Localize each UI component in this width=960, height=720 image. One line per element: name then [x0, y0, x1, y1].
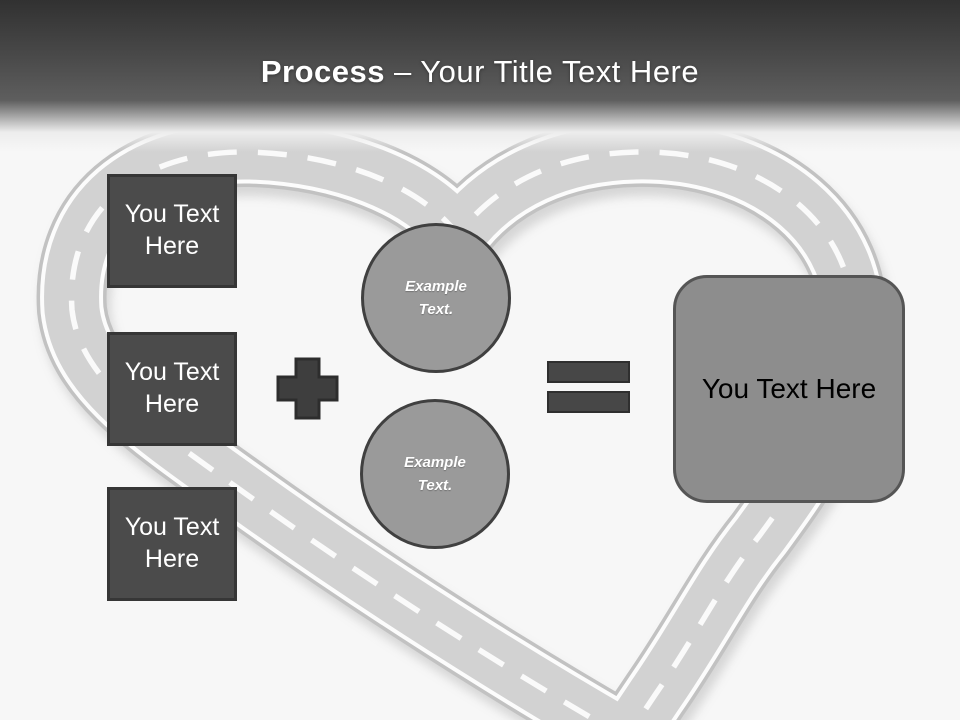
input-box-3[interactable]: You Text Here	[107, 487, 237, 601]
plus-icon	[276, 357, 339, 425]
equals-icon	[547, 361, 630, 383]
result-box-label: You Text Here	[701, 373, 877, 404]
input-box-1[interactable]: You Text Here	[107, 174, 237, 288]
example-circle-2[interactable]: Example Text.	[360, 399, 510, 549]
title-subtitle: – Your Title Text Here	[394, 54, 700, 89]
input-box-2[interactable]: You Text Here	[107, 332, 237, 446]
slide-title: Process– Your Title Text Here	[0, 54, 960, 90]
input-box-2-label: You Text Here	[124, 358, 220, 418]
input-box-1-label: You Text Here	[124, 200, 220, 260]
title-keyword: Process	[260, 54, 386, 89]
example-circle-1[interactable]: Example Text.	[361, 223, 511, 373]
slide-header: Process– Your Title Text Here	[0, 0, 960, 152]
road-surface	[44, 124, 880, 720]
example-circle-1-label: Example Text.	[405, 277, 467, 318]
input-box-3-label: You Text Here	[124, 513, 220, 573]
example-circle-2-label: Example Text.	[404, 453, 466, 494]
equals-icon	[547, 391, 630, 413]
result-box[interactable]: You Text Here	[673, 275, 905, 503]
